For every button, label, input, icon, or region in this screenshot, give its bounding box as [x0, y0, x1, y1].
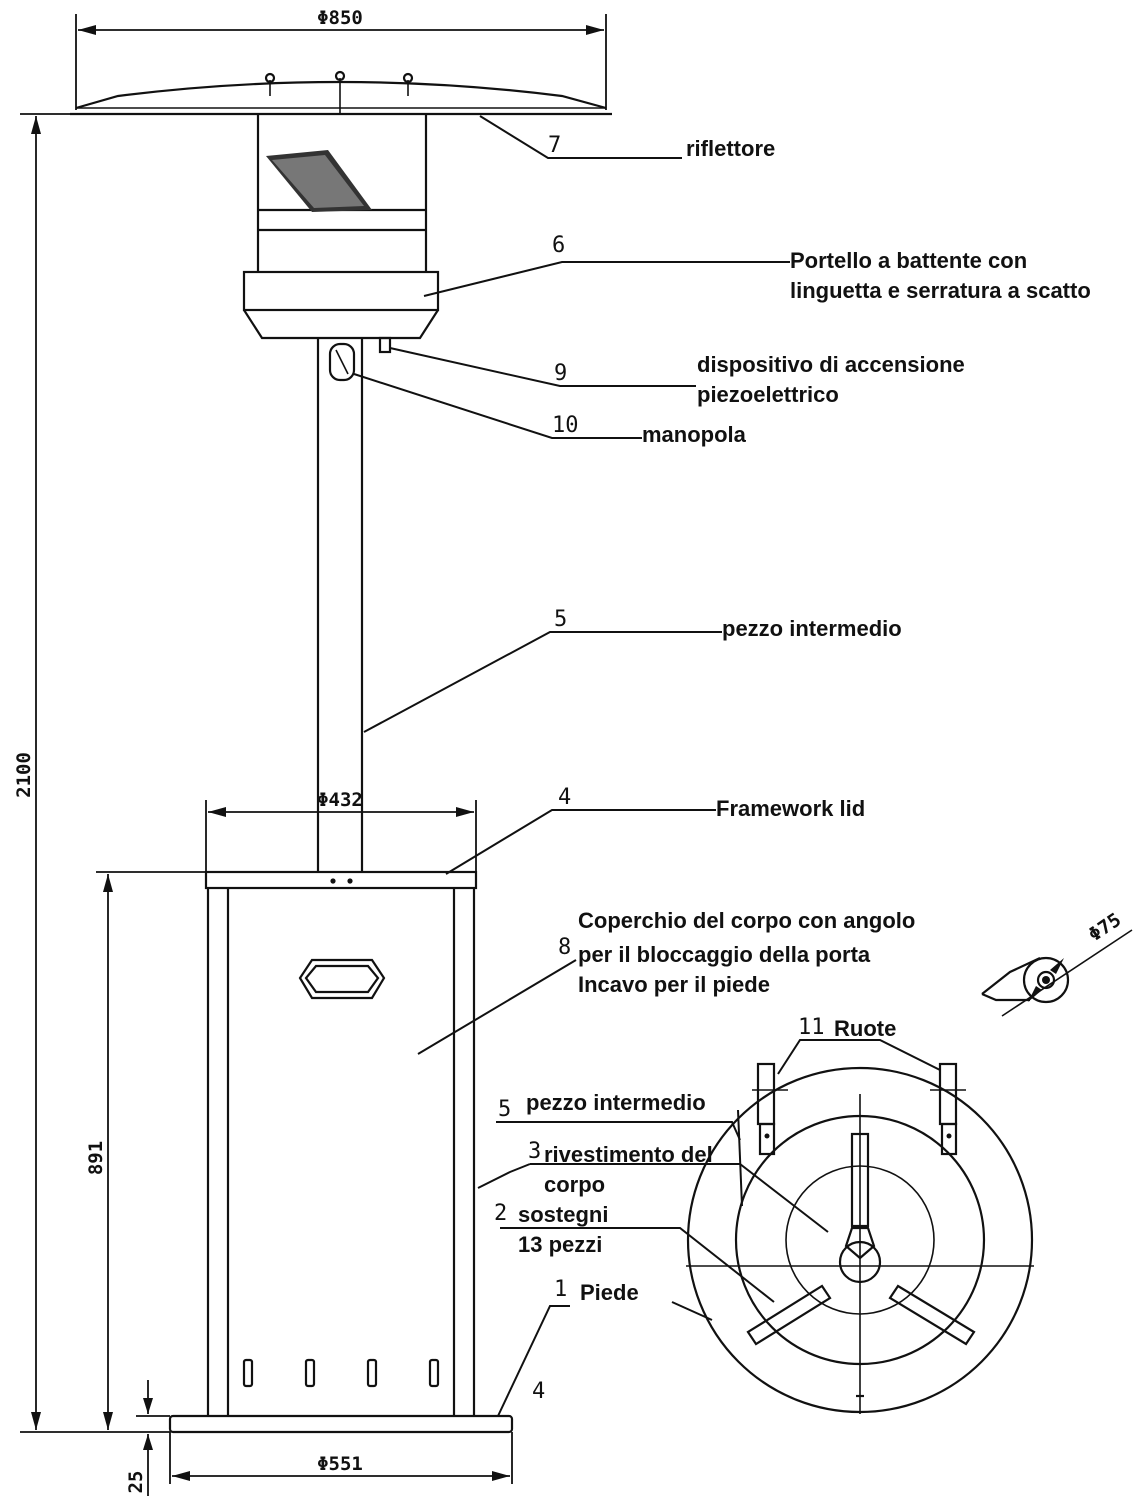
lower-cabinet [168, 870, 514, 1434]
dim-text-base-thickness: 25 [125, 1471, 147, 1494]
callout-3-number: 3 [528, 1139, 541, 1164]
label-ruote: Ruote [834, 1016, 896, 1041]
door-handle-slot [298, 958, 386, 1000]
dim-text-body-height: 891 [85, 1141, 107, 1175]
label-pezzo-intermedio-b: pezzo intermedio [526, 1090, 706, 1115]
label-pezzo-intermedio: pezzo intermedio [722, 616, 902, 641]
reflector [70, 70, 612, 116]
label-rivestimento-2: corpo [544, 1172, 605, 1197]
wheel-bracket-left [752, 1062, 788, 1156]
dim-text-lid: Φ432 [317, 789, 363, 811]
burner-head [256, 114, 428, 272]
label-manopola: manopola [642, 422, 747, 447]
leader-lines [353, 115, 941, 1417]
dim-base-thickness: 25 [125, 1380, 170, 1496]
label-coperchio-1: Coperchio del corpo con angolo [578, 908, 915, 933]
label-coperchio-2: per il bloccaggio della porta [578, 942, 871, 967]
dim-reflector-diameter: Φ850 [75, 7, 607, 110]
wheel-detail: Φ75 [981, 909, 1133, 1017]
vent-slots [242, 1358, 440, 1388]
base-top-view [686, 1062, 1034, 1414]
callout-7-number: 7 [548, 133, 561, 158]
post [316, 338, 364, 872]
callout-5-number: 5 [554, 607, 567, 632]
dim-text-wheel: Φ75 [1084, 909, 1125, 946]
label-riflettore: riflettore [686, 136, 775, 161]
callout-11-number: 11 [798, 1015, 825, 1040]
dim-text-reflector: Φ850 [317, 7, 363, 29]
callout-1-number: 1 [554, 1277, 567, 1302]
dim-base-diameter: Φ551 [169, 1432, 513, 1484]
dim-text-base: Φ551 [317, 1453, 363, 1475]
ignition-knob-area [328, 336, 392, 382]
callout-4b-number: 4 [532, 1379, 545, 1404]
dim-text-total-height: 2100 [13, 752, 35, 798]
callout-9-number: 9 [554, 361, 567, 386]
emitter-mesh [266, 150, 372, 212]
callout-labels: riflettore Portello a battente con lingu… [518, 136, 1091, 1305]
label-framework-lid: Framework lid [716, 796, 865, 821]
label-piede: Piede [580, 1280, 639, 1305]
label-sostegni-2: 13 pezzi [518, 1232, 602, 1257]
label-coperchio-3: Incavo per il piede [578, 972, 770, 997]
wheel-bracket-right [930, 1062, 966, 1156]
dim-body-height: 891 [85, 871, 206, 1430]
label-rivestimento-1: rivestimento del [544, 1142, 713, 1167]
callout-5b-number: 5 [498, 1097, 511, 1122]
callout-10-number: 10 [552, 413, 579, 438]
dim-lid-diameter: Φ432 [205, 789, 477, 872]
callout-6-number: 6 [552, 233, 565, 258]
callout-8-number: 8 [558, 935, 571, 960]
dim-total-height: 2100 [13, 113, 170, 1433]
callout-2-number: 2 [494, 1201, 507, 1226]
door-housing [242, 270, 440, 340]
label-sostegni-1: sostegni [518, 1202, 608, 1227]
label-accensione-1: dispositivo di accensione [697, 352, 965, 377]
label-portello-2: linguetta e serratura a scatto [790, 278, 1091, 303]
callout-4-number: 4 [558, 785, 571, 810]
label-accensione-2: piezoelettrico [697, 382, 839, 407]
label-portello-1: Portello a battente con [790, 248, 1027, 273]
callout-numbers: 7 6 9 10 5 4 8 11 5 3 2 1 4 [494, 133, 825, 1404]
